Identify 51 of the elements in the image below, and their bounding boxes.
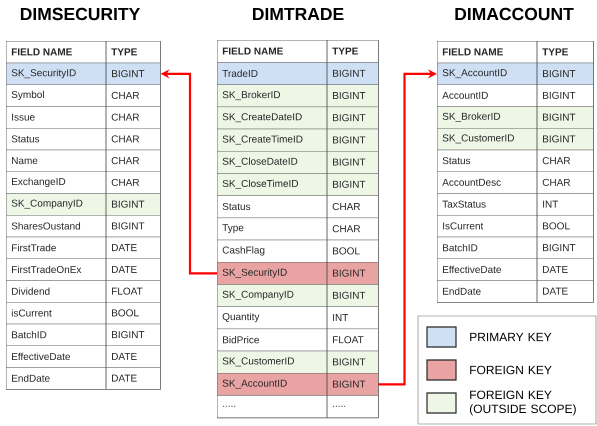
table-row: SK_AccountID BIGINT bbox=[437, 62, 594, 85]
table-header: FIELD NAME TYPE bbox=[6, 40, 160, 64]
table-row: AccountID BIGINT bbox=[437, 84, 594, 107]
table-row: SK_SecurityID BIGINT bbox=[217, 262, 378, 285]
table-row: Status CHAR bbox=[6, 128, 160, 150]
table-title: DIMTRADE bbox=[253, 8, 344, 20]
legend-label: FOREIGN KEY bbox=[470, 366, 552, 374]
table-row: EffectiveDate DATE bbox=[437, 258, 594, 281]
table-header: FIELD NAME TYPE bbox=[437, 40, 594, 64]
table-row: ..... ..... bbox=[217, 394, 378, 418]
table-title: DIMACCOUNT bbox=[455, 8, 574, 20]
table-header: FIELD NAME TYPE bbox=[217, 40, 378, 63]
table-row: SK_SecurityID BIGINT bbox=[6, 62, 160, 85]
table-row: SK_BrokerID BIGINT bbox=[437, 106, 594, 128]
table-row: BatchID BIGINT bbox=[6, 323, 160, 346]
table-row: BatchID BIGINT bbox=[437, 236, 594, 259]
table-row: SK_CustomerID BIGINT bbox=[437, 128, 594, 150]
table-row: SK_CloseTimeID BIGINT bbox=[217, 172, 378, 196]
table-row: isCurrent BOOL bbox=[6, 302, 160, 324]
table-row: SK_CreateTimeID BIGINT bbox=[217, 128, 378, 152]
table-row: Symbol CHAR bbox=[6, 84, 160, 107]
table-row: Issue CHAR bbox=[6, 106, 160, 128]
table-row: ExchangeID CHAR bbox=[6, 171, 160, 194]
table-row: FirstTrade DATE bbox=[6, 236, 160, 259]
table-row: EndDate DATE bbox=[6, 366, 160, 390]
table-row: BidPrice FLOAT bbox=[217, 328, 378, 352]
table-row: SK_CustomerID BIGINT bbox=[217, 350, 378, 374]
table-row: SK_CompanyID BIGINT bbox=[6, 192, 160, 216]
legend-label: FOREIGN KEY (OUTSIDE SCOPE) bbox=[470, 390, 576, 416]
table-row: SK_BrokerID BIGINT bbox=[217, 84, 378, 108]
table-row: SharesOustand BIGINT bbox=[6, 214, 160, 238]
table-row: Name CHAR bbox=[6, 149, 160, 172]
table-row: SK_CompanyID BIGINT bbox=[217, 284, 378, 307]
table-row: AccountDesc CHAR bbox=[437, 171, 594, 194]
table-row: TaxStatus INT bbox=[437, 192, 594, 216]
table-title: DIMSECURITY bbox=[20, 8, 140, 20]
table-row: Status CHAR bbox=[217, 195, 378, 218]
table-row: EndDate DATE bbox=[437, 280, 594, 302]
table-row: CashFlag BOOL bbox=[217, 239, 378, 262]
table-row: SK_CloseDateID BIGINT bbox=[217, 150, 378, 174]
table-row: SK_AccountID BIGINT bbox=[217, 372, 378, 396]
table-row: EffectiveDate DATE bbox=[6, 345, 160, 368]
table-row: Dividend FLOAT bbox=[6, 280, 160, 302]
legend-label: PRIMARY KEY bbox=[470, 332, 552, 342]
table-row: Status CHAR bbox=[437, 149, 594, 172]
table-row: SK_CreateDateID BIGINT bbox=[217, 106, 378, 130]
table-row: Type CHAR bbox=[217, 217, 378, 240]
table-row: FirstTradeOnEx DATE bbox=[6, 258, 160, 281]
table-row: Quantity INT bbox=[217, 306, 378, 330]
table-row: IsCurrent BOOL bbox=[437, 214, 594, 238]
table-row: TradeID BIGINT bbox=[217, 62, 378, 85]
